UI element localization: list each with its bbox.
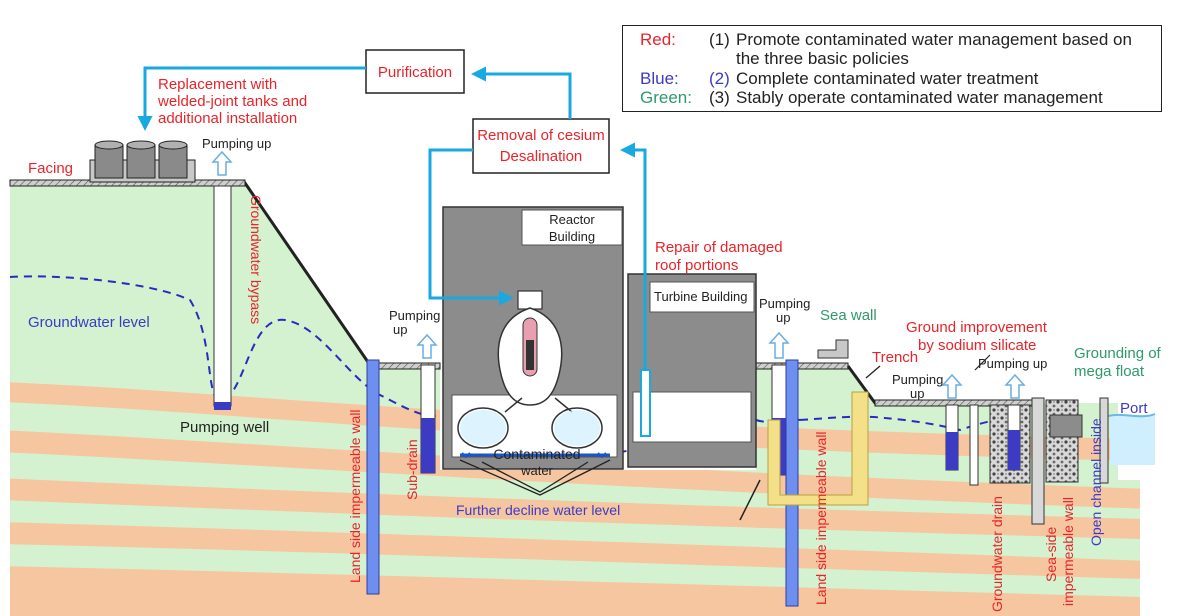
legend-green-key: Green:	[640, 88, 692, 107]
further-decline-label: Further decline water level	[456, 502, 620, 518]
sub-drain-label: Sub-drain	[404, 439, 420, 500]
sea-wall-label: Sea wall	[820, 307, 877, 324]
pumping-up-r1-label-1: Pumping	[892, 372, 943, 387]
reactor-building	[442, 206, 624, 470]
ground-pointer	[974, 354, 991, 371]
facing-label: Facing	[28, 160, 73, 177]
repair-label-2: roof portions	[655, 257, 738, 274]
right-pumping-wells	[945, 397, 1109, 525]
legend-red-text: Promote contaminated water management ba…	[736, 30, 1132, 49]
pumping-up-mid-label-2: up	[776, 310, 790, 325]
legend-blue-num: (2)	[709, 69, 730, 88]
groundwater-level-label: Groundwater level	[28, 314, 150, 331]
pumping-well-label: Pumping well	[180, 419, 269, 436]
turbine-building	[627, 273, 757, 468]
pumping-up-r1-label-2: up	[910, 386, 924, 401]
legend-red-num: (1)	[709, 30, 730, 49]
contaminated-label-2: water	[520, 463, 553, 478]
purification-label: Purification	[378, 64, 452, 81]
replacement-label-2: welded-joint tanks and	[157, 93, 307, 110]
groundwater-bypass-label: Groundwater bypass	[248, 195, 264, 324]
port-label: Port	[1120, 400, 1148, 417]
open-channel-label: Open channel inside	[1088, 418, 1104, 546]
trench-label: Trench	[872, 349, 918, 366]
pumping-up-mid-label-1: Pumping	[759, 296, 810, 311]
pumping-up-subdrain-label-1: Pumping	[389, 308, 440, 323]
seaside-wall-label-1: Sea-side	[1043, 527, 1059, 582]
storage-tanks	[89, 140, 196, 183]
land-wall-left-label: Land side impermeable wall	[347, 409, 363, 583]
sea	[1107, 413, 1156, 465]
repair-label-1: Repair of damaged	[655, 239, 783, 256]
contaminated-label-1: Contaminated	[493, 446, 580, 462]
removal-box	[472, 118, 610, 174]
flow-arrows	[137, 66, 647, 370]
trench-pointer	[865, 365, 881, 379]
seaside-wall-label-2: impermeable wall	[1060, 497, 1076, 606]
sea-wall	[817, 339, 849, 359]
pumping-well	[213, 185, 232, 410]
decline-lines	[459, 459, 611, 496]
replacement-label-1: Replacement with	[158, 76, 277, 93]
legend-blue-text: Complete contaminated water treatment	[736, 69, 1039, 88]
legend-red-key: Red:	[640, 30, 676, 49]
removal-label-2: Desalination	[500, 148, 583, 165]
purification-box	[365, 49, 465, 94]
legend-box: Red: (1) Promote contaminated water mana…	[622, 25, 1162, 112]
legend-blue-key: Blue:	[640, 69, 679, 88]
pumping-up-subdrain-label-2: up	[393, 322, 407, 337]
ground-improvement-label-1: Ground improvement	[906, 319, 1048, 336]
land-wall-right-label: Land side impermeable wall	[813, 431, 829, 605]
reactor-label-2: Building	[549, 229, 595, 244]
land-side-wall-left	[366, 359, 380, 595]
trench	[739, 391, 869, 521]
grounding-label-2: mega float	[1074, 363, 1145, 380]
turbine-label: Turbine Building	[654, 289, 747, 304]
pumping-up-arrows	[211, 150, 1026, 399]
land-side-wall-right	[785, 359, 799, 607]
pumping-up-top-label: Pumping up	[202, 136, 271, 151]
removal-label-1: Removal of cesium	[477, 127, 605, 144]
reactor-label-1: Reactor	[549, 212, 595, 227]
pumping-up-r2-label: Pumping up	[978, 356, 1047, 371]
legend-green-text: Stably operate contaminated water manage…	[736, 88, 1103, 107]
groundwater-drain-label: Groundwater drain	[989, 496, 1005, 612]
grounding-label-1: Grounding of	[1074, 345, 1162, 362]
legend-red-text-2: the three basic policies	[736, 49, 909, 68]
ground-improvement-label-2: by sodium silicate	[918, 337, 1036, 354]
replacement-label-3: additional installation	[158, 110, 297, 127]
sub-drain-well	[420, 364, 436, 474]
legend-green-num: (3)	[709, 88, 730, 107]
